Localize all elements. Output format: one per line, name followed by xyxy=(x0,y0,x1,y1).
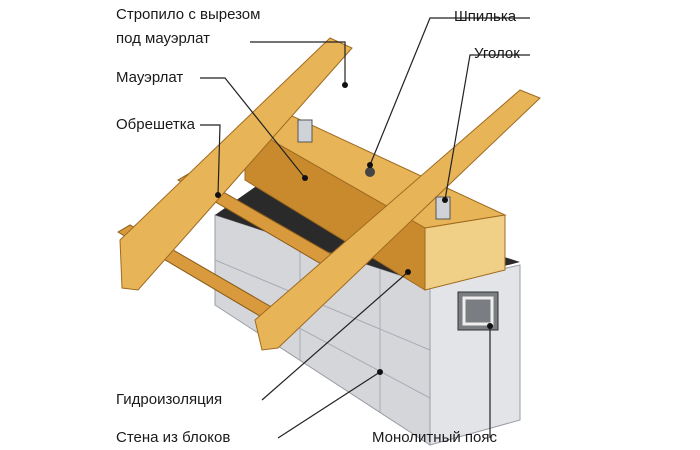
label-stud: Шпилька xyxy=(454,8,517,25)
stud-nut xyxy=(365,167,375,177)
label-angle: Уголок xyxy=(474,45,520,62)
label-block-wall: Стена из блоков xyxy=(116,429,231,446)
rafters xyxy=(119,37,541,351)
label-mauerlat: Мауэрлат xyxy=(116,69,184,86)
label-waterproofing: Гидроизоляция xyxy=(116,391,223,408)
angle-bracket xyxy=(297,119,313,143)
label-rafter: Стропило с вырезом под мауэрлат xyxy=(116,6,260,48)
label-rafter-line1: Стропило с вырезом xyxy=(116,6,261,23)
label-monolithic-belt: Монолитный пояс xyxy=(372,429,498,446)
leader-lines xyxy=(200,17,530,439)
label-battens: Обрешетка xyxy=(116,116,195,133)
label-rafter-line2: под мауэрлат xyxy=(116,30,210,47)
leader-dots xyxy=(215,82,493,375)
